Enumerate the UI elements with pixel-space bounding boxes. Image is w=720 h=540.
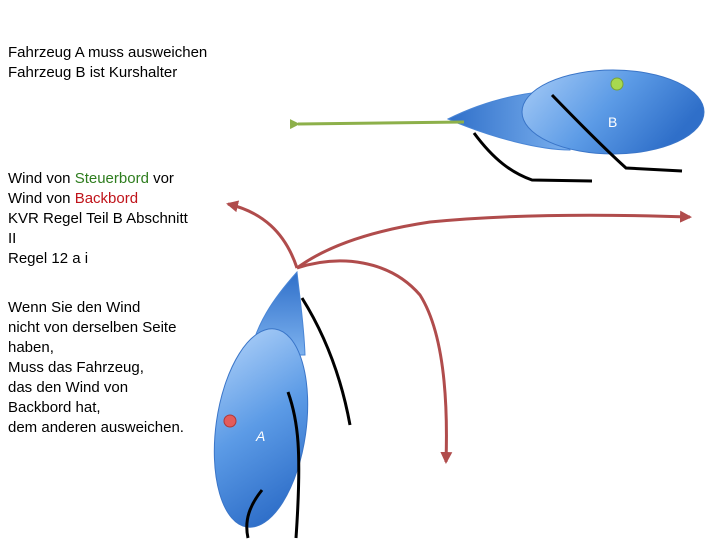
rule-line-rule: Regel 12 a i bbox=[8, 250, 89, 267]
boat-a-sail-front bbox=[300, 297, 352, 426]
maneuver-arrow-port bbox=[226, 200, 299, 269]
rule-text: Wind von Steuerbord vor Wind von Backbor… bbox=[8, 169, 188, 269]
boat-b-course-arrow bbox=[289, 119, 465, 130]
explanation-line: haben, bbox=[8, 339, 54, 356]
boat-a-light-port bbox=[223, 414, 237, 428]
rule-line-section: II bbox=[8, 230, 17, 247]
boat-b-sail-rear bbox=[550, 93, 683, 173]
starboard-label: Steuerbord bbox=[74, 170, 149, 187]
explanation-line: dem anderen ausweichen. bbox=[8, 419, 184, 436]
boat-a-rudder bbox=[245, 489, 264, 539]
rule-prefix: Wind von bbox=[8, 170, 75, 187]
explanation-line: das den Wind von bbox=[8, 379, 129, 396]
rule-line-port: Wind von Backbord bbox=[8, 189, 188, 209]
boat-b-sail-front bbox=[472, 132, 593, 183]
explanation-line: Muss das Fahrzeug, bbox=[8, 359, 144, 376]
maneuver-arrow-stern bbox=[296, 259, 453, 464]
explanation-line: Backbord hat, bbox=[8, 399, 101, 416]
rule-line-kvr: KVR Regel Teil B Abschnitt bbox=[8, 210, 188, 227]
boat-a: A bbox=[213, 270, 309, 528]
boat-b-label: B bbox=[608, 114, 617, 130]
explanation-text: Wenn Sie den Wind nicht von derselben Se… bbox=[8, 298, 184, 438]
rule-suffix: vor bbox=[148, 170, 174, 187]
rule-line-starboard: Wind von Steuerbord vor bbox=[8, 169, 188, 189]
heading: Fahrzeug A muss ausweichen Fahrzeug B is… bbox=[8, 43, 207, 83]
boat-a-sail-rear bbox=[286, 391, 301, 539]
boat-b-light-starboard bbox=[610, 77, 624, 91]
maneuver-arrow-starboard bbox=[296, 210, 692, 270]
boat-a-label: A bbox=[255, 428, 265, 444]
boat-b: B bbox=[446, 69, 705, 155]
explanation-line: nicht von derselben Seite bbox=[8, 319, 177, 336]
port-label: Backbord bbox=[74, 190, 139, 207]
rule-prefix: Wind von bbox=[8, 190, 75, 207]
heading-line-1: Fahrzeug A muss ausweichen bbox=[8, 44, 208, 61]
heading-line-2: Fahrzeug B ist Kurshalter bbox=[8, 64, 178, 81]
explanation-line: Wenn Sie den Wind bbox=[8, 299, 141, 316]
